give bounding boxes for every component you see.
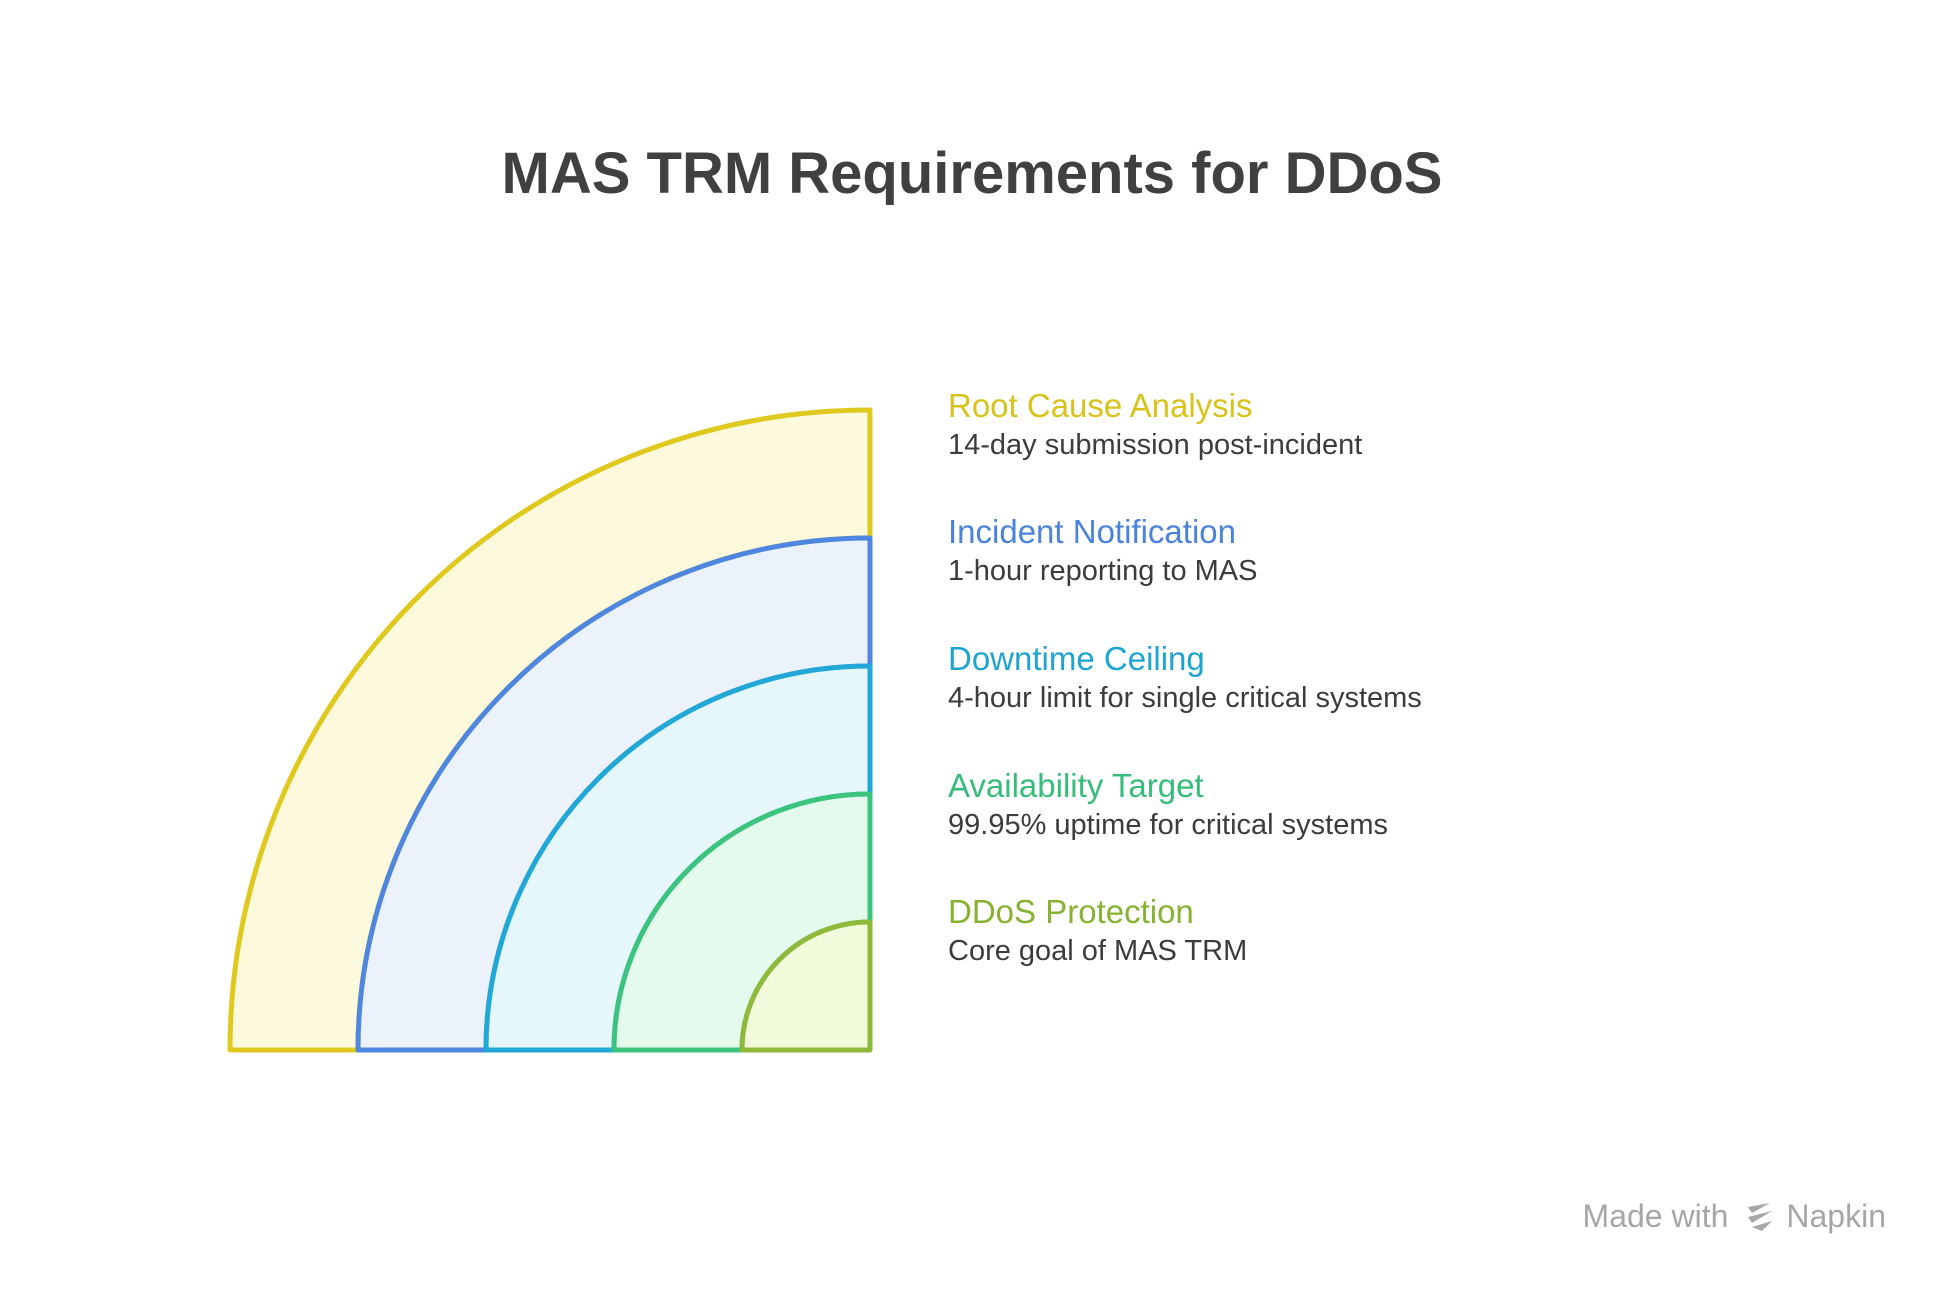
label-heading: DDoS Protection xyxy=(948,893,1194,930)
label-heading: Availability Target xyxy=(948,767,1204,804)
watermark-prefix: Made with xyxy=(1582,1198,1729,1234)
label-description: 99.95% uptime for critical systems xyxy=(948,809,1388,841)
label-incident-notification: Incident Notification 1-hour reporting t… xyxy=(948,512,1257,590)
watermark-brand: Napkin xyxy=(1786,1198,1886,1234)
layer-ring-ddos-protection xyxy=(739,919,873,1053)
label-ddos-protection: DDoS Protection Core goal of MAS TRM xyxy=(948,892,1247,970)
label-heading: Incident Notification xyxy=(948,513,1236,550)
label-availability-target: Availability Target 99.95% uptime for cr… xyxy=(948,766,1388,844)
made-with-napkin-watermark: Made with Napkin xyxy=(1583,1198,1886,1235)
label-description: 4-hour limit for single critical systems xyxy=(948,682,1422,714)
label-description: Core goal of MAS TRM xyxy=(948,935,1248,967)
label-description: 1-hour reporting to MAS xyxy=(948,555,1258,587)
label-root-cause-analysis: Root Cause Analysis 14-day submission po… xyxy=(948,386,1362,464)
label-heading: Root Cause Analysis xyxy=(948,387,1253,424)
diagram-title: MAS TRM Requirements for DDoS xyxy=(501,141,1443,206)
layer-labels: Root Cause Analysis 14-day submission po… xyxy=(948,0,1848,1296)
label-heading: Downtime Ceiling xyxy=(948,640,1205,677)
napkin-logo-icon xyxy=(1742,1199,1778,1235)
label-description: 14-day submission post-incident xyxy=(948,429,1363,461)
label-downtime-ceiling: Downtime Ceiling 4-hour limit for single… xyxy=(948,639,1422,717)
